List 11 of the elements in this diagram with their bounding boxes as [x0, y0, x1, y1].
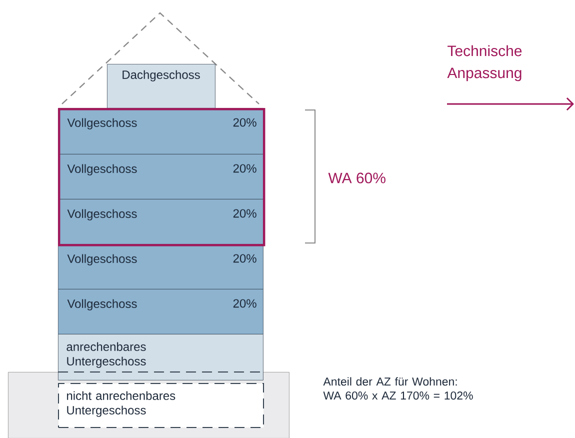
formula-note: Anteil der AZ für Wohnen: WA 60% x AZ 170% = 102%: [323, 377, 473, 400]
share-label: WA 60%: [328, 172, 386, 184]
floor-box: Vollgeschoss 20%: [58, 154, 264, 200]
floor-box: Vollgeschoss 20%: [58, 108, 264, 154]
floor-box: Vollgeschoss 20%: [58, 199, 264, 244]
basement-box: nicht anrechenbares Untergeschoss: [58, 382, 264, 428]
floor-box: Vollgeschoss 20%: [58, 288, 264, 334]
basement-box: anrechenbares Untergeschoss: [58, 334, 264, 380]
step-label: Technische Anpassung: [447, 45, 522, 82]
attic-box: Dachgeschoss: [107, 64, 216, 108]
floor-box: Vollgeschoss 20%: [58, 244, 264, 290]
